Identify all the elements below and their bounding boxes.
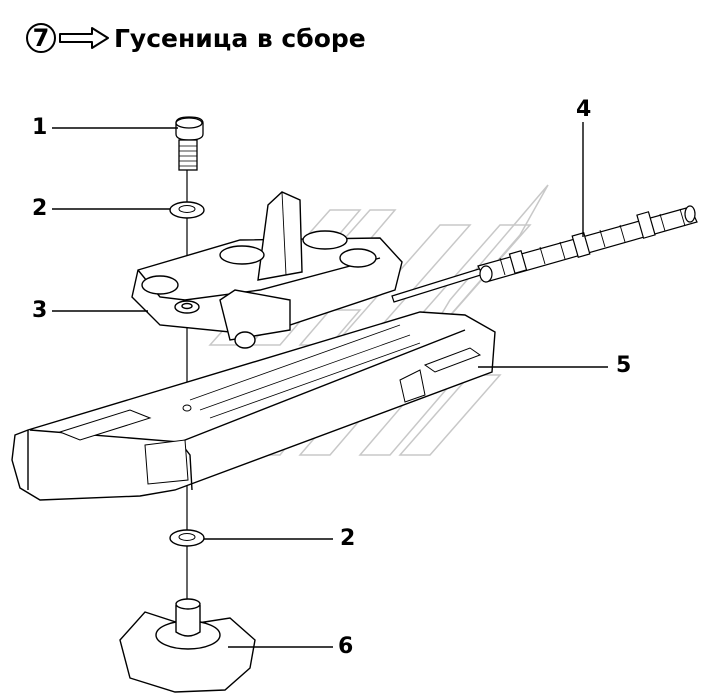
callout-washer-top: 2 (32, 196, 48, 221)
callout-bracket: 3 (32, 298, 48, 323)
callout-bolt: 1 (32, 115, 48, 140)
bracket (131, 191, 403, 349)
cable (391, 205, 698, 303)
callout-washer-bottom: 2 (340, 526, 356, 551)
callout-track: 5 (616, 353, 632, 378)
circled-number-icon: 7 (26, 23, 56, 53)
base (119, 598, 256, 693)
leader-lines (52, 122, 608, 648)
bolt (175, 116, 204, 171)
track-hole (182, 404, 192, 412)
callout-cable: 4 (576, 97, 592, 122)
track (11, 311, 496, 501)
callout-base: 6 (338, 634, 354, 659)
right-arrow-icon (59, 27, 109, 49)
washer-bottom (169, 529, 205, 547)
washer-top (169, 201, 205, 219)
section-number: 7 (32, 24, 50, 52)
diagram-title: Гусеница в сборе (114, 23, 366, 53)
section-header: 7 Гусеница в сборе (26, 18, 366, 58)
